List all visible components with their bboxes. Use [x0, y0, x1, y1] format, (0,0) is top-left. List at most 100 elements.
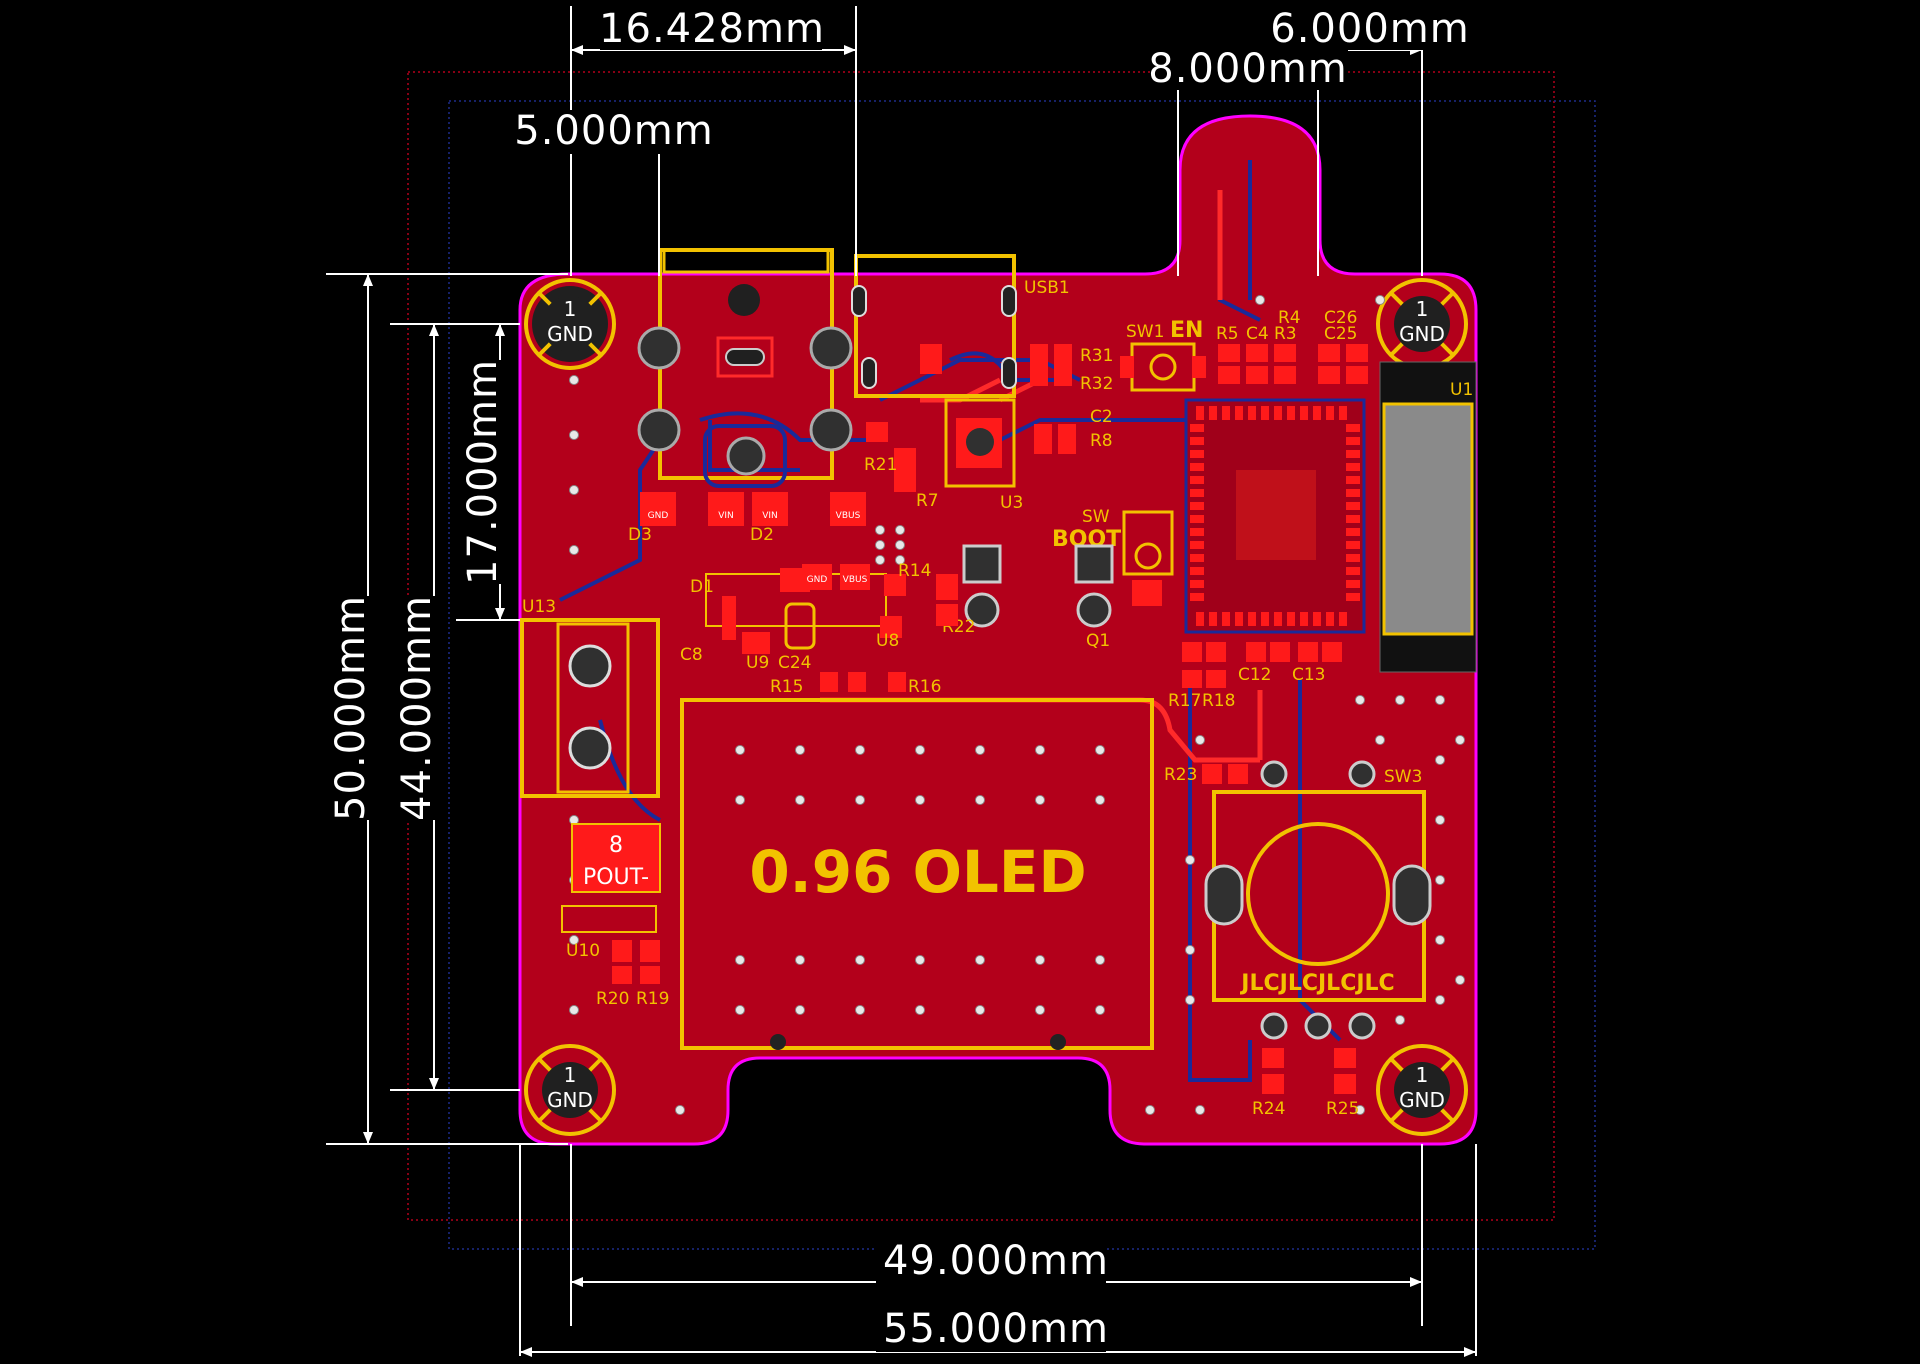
via: [795, 955, 805, 965]
module-pad: [1222, 612, 1230, 626]
via: [1185, 995, 1195, 1005]
rotary-encoder-sw3[interactable]: SW3 JLCJLCJLCJLC: [1204, 760, 1432, 1040]
via: [1455, 735, 1465, 745]
oled-display-footprint: 0.96 OLED: [680, 698, 1154, 1050]
mounting-hole-bottom-left: 1 GND: [524, 1044, 616, 1136]
label-c2: C2: [1090, 407, 1113, 427]
module-pad: [1190, 528, 1204, 536]
via: [1375, 295, 1385, 305]
dim-6-000: 6.000mm: [1270, 6, 1469, 52]
module-pad: [1346, 515, 1360, 523]
via: [895, 555, 905, 565]
mounting-hole-bottom-right: 1 GND: [1376, 1044, 1468, 1136]
via: [1435, 935, 1445, 945]
module-pad: [1339, 612, 1347, 626]
module-pad: [1190, 554, 1204, 562]
label-r20: R20: [596, 989, 629, 1009]
module-pad: [1346, 567, 1360, 575]
via: [1035, 745, 1045, 755]
module-pad: [1248, 612, 1256, 626]
via: [1195, 735, 1205, 745]
diode-row: GND VIN VIN VBUS D3 D2 D1: [628, 492, 866, 597]
passive-labels-top-right: R5 C4 R3 R4 C26 C25: [1216, 308, 1358, 344]
via: [1185, 855, 1195, 865]
module-pad: [1209, 612, 1217, 626]
module-pad: [1190, 476, 1204, 484]
dc-jack-footprint: [637, 248, 853, 488]
module-pad: [1209, 406, 1217, 420]
label-c4: C4: [1246, 324, 1269, 344]
via: [795, 795, 805, 805]
via: [569, 545, 579, 555]
via: [1435, 995, 1445, 1005]
module-pad: [1190, 450, 1204, 458]
module-pad: [1300, 406, 1308, 420]
mounting-hole-top-left: 1 GND: [524, 278, 616, 370]
hole-pin-label: 1: [564, 1063, 577, 1087]
via: [915, 745, 925, 755]
module-pad: [1287, 612, 1295, 626]
pad-gnd: GND: [648, 511, 669, 521]
label-r21: R21: [864, 455, 897, 475]
hole-net-label: GND: [1399, 1088, 1445, 1112]
label-u13: U13: [522, 597, 556, 617]
via: [1435, 695, 1445, 705]
hole-pin-label: 1: [1416, 297, 1429, 321]
via-array: [569, 295, 1465, 1115]
via: [855, 795, 865, 805]
protection-ic-u10: 8 POUT- U10 R20 R19: [561, 823, 669, 1009]
dim-55-000: 55.000mm: [883, 1306, 1109, 1352]
module-pad: [1190, 502, 1204, 510]
via: [915, 795, 925, 805]
via: [1395, 695, 1405, 705]
label-r8: R8: [1090, 431, 1113, 451]
label-c12: C12: [1238, 665, 1272, 685]
passive-labels-right: C12 C13 R17 R18 R23 R24 R25: [1164, 665, 1359, 1119]
hole-net-label: GND: [547, 1088, 593, 1112]
label-d1: D1: [690, 577, 714, 597]
via: [1095, 745, 1105, 755]
via: [1035, 955, 1045, 965]
passive-labels-top: R31 R32 R21 R7 C2 R8: [864, 346, 1113, 511]
en-button-sw1[interactable]: SW1 EN: [1120, 318, 1206, 392]
via: [735, 955, 745, 965]
via: [569, 935, 579, 945]
module-pad: [1313, 612, 1321, 626]
module-pad: [1346, 580, 1360, 588]
keepout-outline-outer: [407, 71, 1555, 1221]
module-pad: [1346, 476, 1360, 484]
fan-connector-pads: Q1 R22: [942, 544, 1114, 651]
via: [975, 955, 985, 965]
via: [569, 1005, 579, 1015]
via: [975, 1005, 985, 1015]
via: [855, 955, 865, 965]
module-pad: [1274, 612, 1282, 626]
pad-vbus: VBUS: [836, 511, 861, 521]
via: [1095, 1005, 1105, 1015]
label-c24: C24: [778, 653, 812, 673]
via: [1435, 875, 1445, 885]
via: [915, 955, 925, 965]
module-pad: [1346, 437, 1360, 445]
via: [1435, 815, 1445, 825]
module-pad: [1248, 406, 1256, 420]
module-pad: [1300, 612, 1308, 626]
pad-vbus: VBUS: [843, 575, 868, 585]
passive-cluster-top: [866, 344, 1076, 492]
label-c25: C25: [1324, 324, 1358, 344]
module-pad: [1346, 489, 1360, 497]
module-pad: [1190, 541, 1204, 549]
module-pad: [1274, 406, 1282, 420]
via: [1185, 945, 1195, 955]
label-c26: C26: [1324, 308, 1358, 328]
module-pad: [1326, 406, 1334, 420]
via: [875, 555, 885, 565]
module-pad: [1190, 593, 1204, 601]
label-c8: C8: [680, 645, 703, 665]
label-r14: R14: [898, 561, 931, 581]
pad-gnd: GND: [807, 575, 828, 585]
via: [1455, 975, 1465, 985]
hole-pin-label: 1: [564, 297, 577, 321]
